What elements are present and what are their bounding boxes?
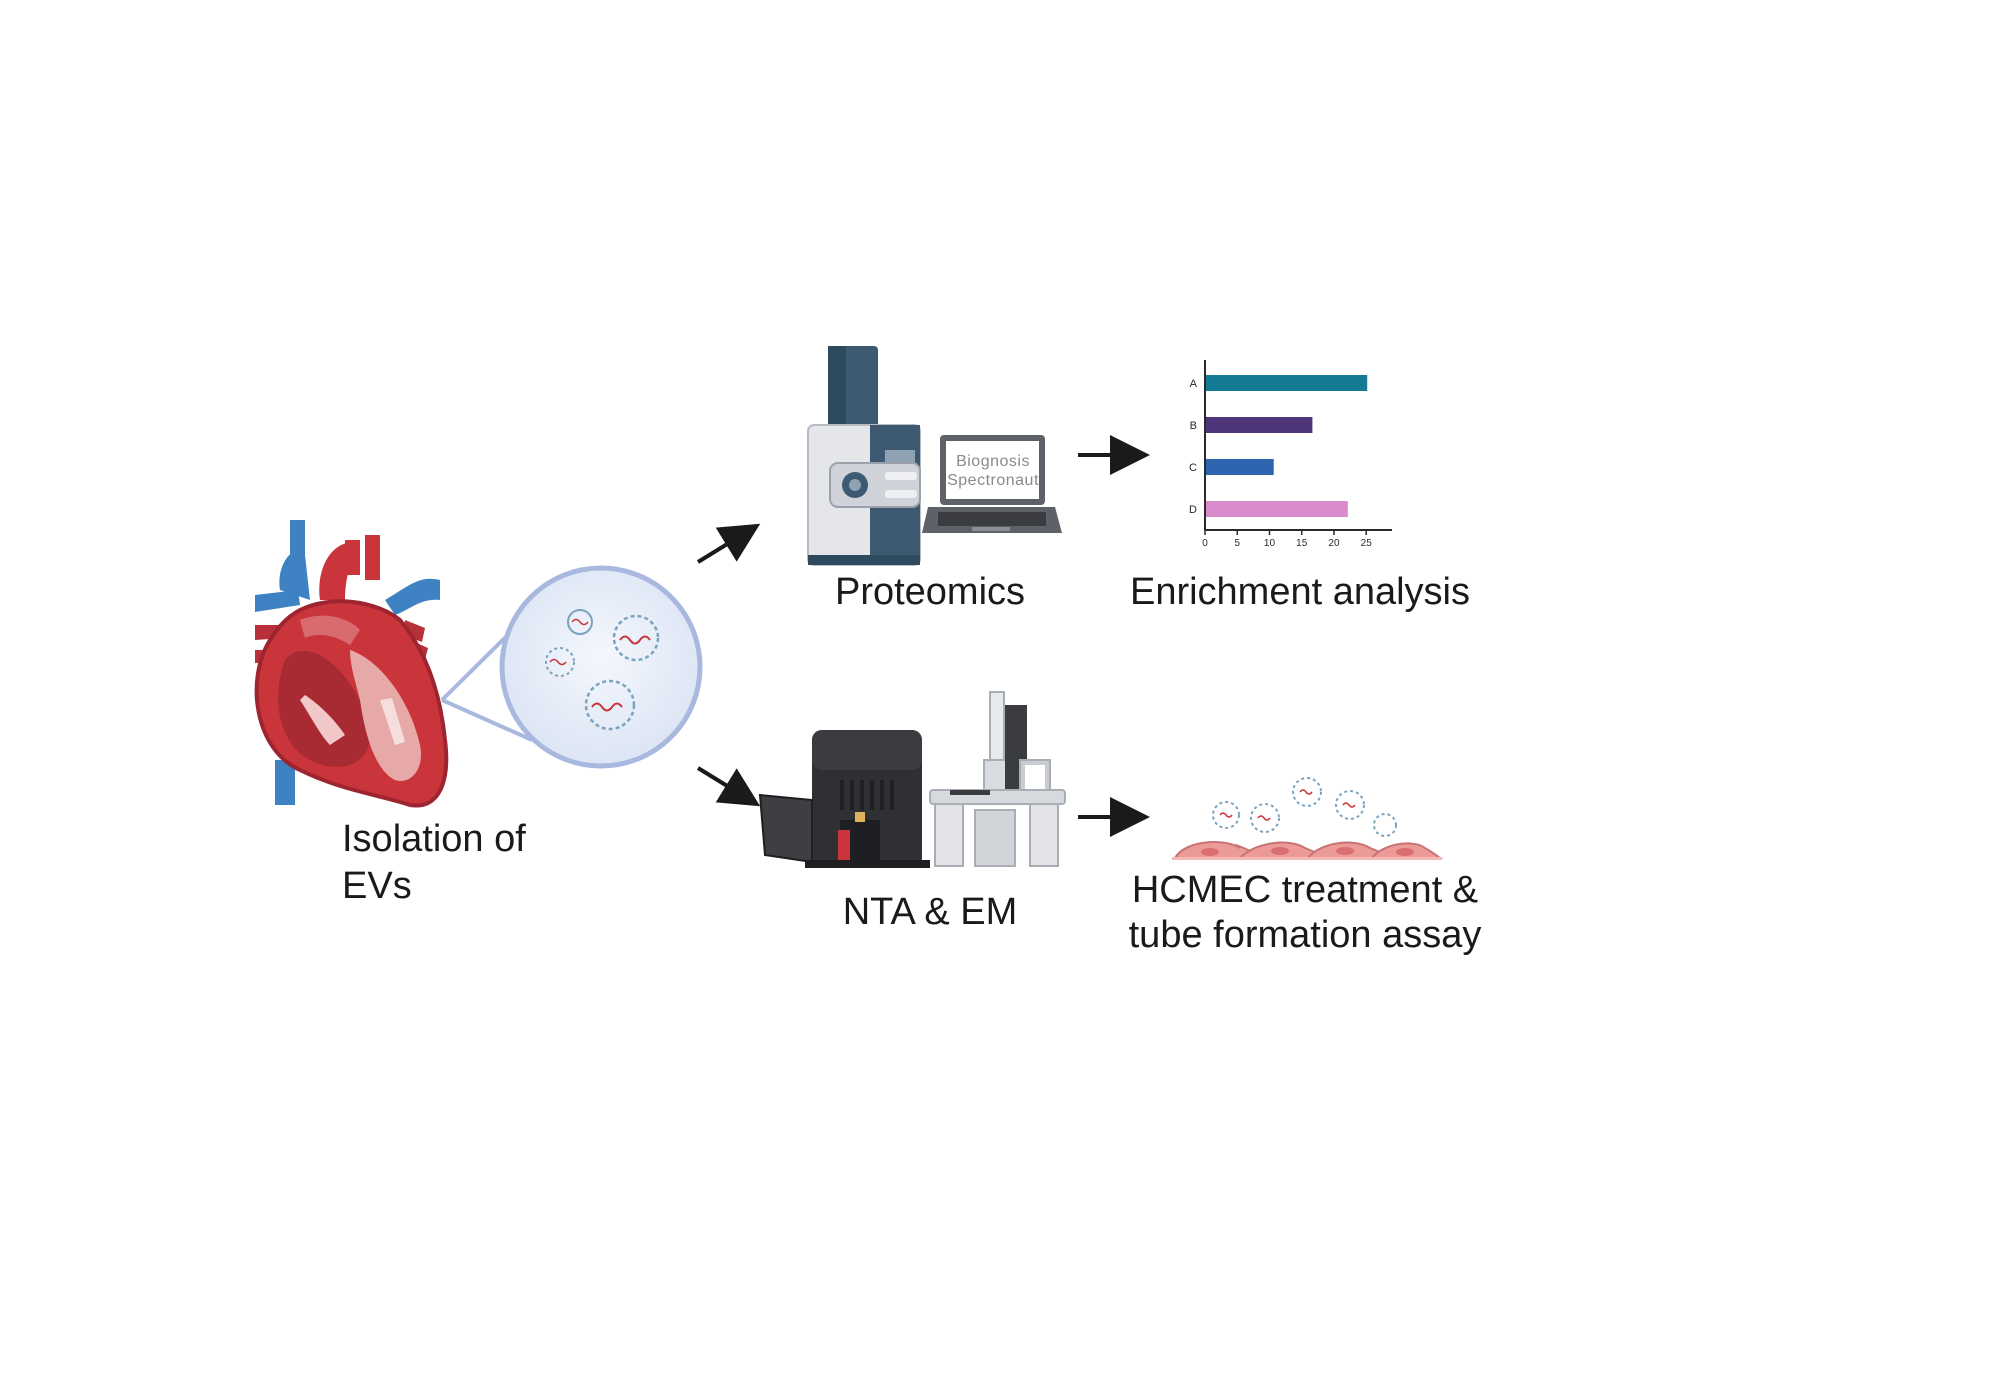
arrow-to-nta-em [696, 766, 761, 807]
endothelial-cells-icon [1172, 841, 1444, 860]
x-tick-label: 10 [1264, 538, 1276, 549]
category-label-b: B [1190, 420, 1197, 432]
bar-a [1206, 375, 1368, 391]
ev-particles-group [1212, 777, 1397, 837]
label-enrichment-analysis: Enrichment analysis [1129, 571, 1471, 613]
ev-particle-icon [1250, 803, 1280, 833]
x-tick-label: 20 [1328, 538, 1340, 549]
label-isolation-line2: EVs [342, 865, 412, 907]
ev-particle-icon [584, 679, 636, 731]
label-hcmec-line1: HCMEC treatment & [1131, 869, 1479, 911]
mass-spectrometer-icon [807, 346, 921, 566]
ev-particle-icon [1335, 790, 1365, 820]
ev-particle-icon [1292, 777, 1322, 807]
arrow-to-proteomics [696, 523, 761, 564]
bar-b [1206, 417, 1313, 433]
x-tick-label: 0 [1202, 538, 1208, 549]
ev-particle-icon [545, 647, 575, 677]
laptop-screen-line2: Spectronaut [947, 472, 1039, 489]
x-tick-label: 15 [1296, 538, 1308, 549]
ev-magnified-bubble [499, 565, 703, 769]
electron-microscope-icon [929, 691, 1066, 867]
label-hcmec-line2: tube formation assay [1128, 914, 1482, 956]
category-label-d: D [1189, 504, 1197, 516]
ev-particle-icon [567, 609, 593, 635]
x-tick-label: 5 [1234, 538, 1240, 549]
ev-particle-icon [1212, 801, 1240, 829]
label-isolation-line1: Isolation of [342, 818, 526, 860]
label-nta-em: NTA & EM [842, 891, 1018, 933]
category-label-a: A [1190, 378, 1198, 390]
x-tick-label: 25 [1361, 538, 1373, 549]
bar-d [1206, 501, 1348, 517]
nta-instrument-icon [758, 730, 930, 868]
label-proteomics: Proteomics [834, 571, 1026, 613]
category-label-c: C [1189, 462, 1197, 474]
bar-c [1206, 459, 1274, 475]
enrichment-bar-chart: 0 5 10 15 20 25 A B C D [1189, 360, 1392, 549]
ev-particle-icon [1373, 813, 1397, 837]
laptop-screen-line1: Biognosis [956, 453, 1030, 470]
ev-particle-icon [612, 614, 660, 662]
heart-icon [254, 520, 449, 808]
laptop-icon [922, 435, 1062, 533]
